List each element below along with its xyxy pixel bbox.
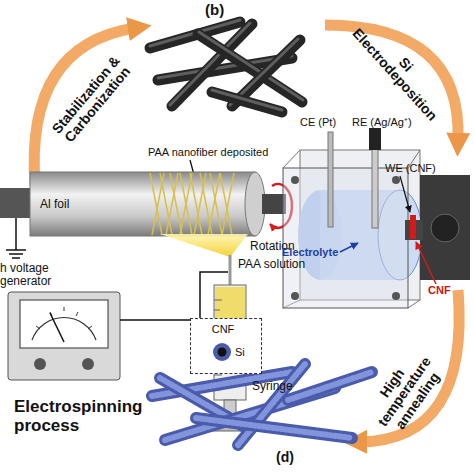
voltage-generator [32, 317, 96, 340]
step-label: Si Electrodeposition [345, 11, 455, 128]
spinning-jet [160, 234, 248, 257]
voltage-generator [36, 326, 40, 329]
step-label: Electrospinning process [14, 398, 204, 435]
panel-letter: (d) [276, 450, 306, 465]
voltage-generator [20, 300, 108, 348]
electrochemical-cell [372, 140, 378, 228]
electrochemical-cell [392, 176, 400, 184]
part-label: PAA solution [238, 258, 318, 271]
deposited-fiber [180, 173, 192, 235]
drum-collector [0, 172, 286, 236]
drum-collector [262, 194, 286, 214]
electrochemical-cell [420, 175, 470, 280]
voltage-generator [50, 313, 64, 342]
electrochemical-cell [408, 300, 420, 308]
deposited-fiber [166, 173, 178, 235]
drum-collector [30, 172, 255, 236]
deposited-fiber [152, 173, 164, 235]
voltage-generator [34, 358, 46, 370]
process-arrow [360, 290, 459, 442]
deposited-fiber [150, 173, 234, 235]
leader-arrow [416, 242, 436, 284]
electrochemical-cell [283, 150, 300, 168]
coated-nanofiber [288, 372, 372, 400]
electrode-label: CE (Pt) [300, 116, 350, 128]
step-label: Stabilization & Carbonization [40, 42, 144, 158]
voltage-generator [8, 292, 120, 380]
cross-section-symbol [213, 343, 231, 361]
electrochemical-cell [408, 150, 420, 168]
syringe-symbol [214, 310, 220, 311]
coated-nanofiber [196, 418, 352, 438]
deposited-fiber [150, 173, 162, 235]
part-label: Rotation [250, 240, 310, 253]
carbon-nanofiber [212, 92, 282, 112]
ground-symbol [12, 257, 20, 259]
inset-box: CNF Si [190, 318, 262, 374]
process-arrow [34, 28, 135, 185]
deposited-fiber [180, 173, 192, 235]
deposited-fiber [220, 173, 232, 235]
part-label: h voltage generator [0, 262, 62, 288]
electrochemical-cell [431, 214, 459, 242]
voltage-generator [64, 307, 65, 311]
voltage-generator [82, 358, 94, 370]
syringe-symbol [214, 300, 222, 301]
electrochemical-cell [283, 168, 408, 308]
panel-letter: (b) [205, 2, 235, 19]
deposited-fiber [210, 173, 222, 235]
ground-symbol [15, 218, 17, 250]
part-label: Syringe [252, 380, 312, 393]
carbon-nanofiber [212, 90, 282, 110]
inset-label: CNF [203, 323, 243, 335]
part-label: CNF [428, 284, 468, 296]
ground-symbol [6, 218, 26, 258]
electrochemical-cell [369, 128, 381, 150]
ground-symbol [9, 253, 23, 255]
electrochemical-cell [283, 128, 470, 308]
coated-nanofiber [288, 372, 372, 400]
part-label: Electrolyte [282, 246, 347, 258]
electrochemical-cell [291, 292, 299, 300]
electrode-label: RE (Ag/Ag⁺) [352, 116, 424, 128]
electrochemical-cell [410, 215, 416, 239]
inset-label: Si [235, 346, 259, 358]
electrochemical-cell [392, 292, 400, 300]
inset-background [190, 318, 262, 374]
drum-collector [0, 188, 32, 218]
leader-arrow [400, 176, 410, 212]
part-label: PAA nanofiber deposited [148, 146, 283, 158]
syringe-symbol [214, 375, 222, 376]
carbon-nanofiber [150, 20, 303, 112]
voltage-generator [88, 326, 92, 329]
syringe-symbol [229, 255, 232, 286]
voltage-generator [8, 292, 120, 380]
process-arrow [325, 25, 458, 140]
cross-section-symbol [218, 348, 227, 357]
electrode-label: WE (CNF) [385, 162, 445, 174]
voltage-generator [76, 312, 78, 316]
ground-symbol [6, 249, 26, 251]
electrochemical-cell [291, 176, 299, 184]
part-label: Al foil [40, 198, 90, 211]
wire [120, 272, 228, 320]
deposited-fiber [208, 173, 220, 235]
leader-arrow [340, 243, 358, 252]
deposited-fiber [194, 173, 206, 235]
step-label: High temperature annealing [355, 334, 456, 451]
cross-section-symbol [213, 343, 231, 361]
coated-nanofiber [152, 364, 372, 445]
coated-nanofiber [196, 418, 352, 438]
deposited-fiber [222, 173, 234, 235]
electrochemical-cell [328, 132, 333, 227]
